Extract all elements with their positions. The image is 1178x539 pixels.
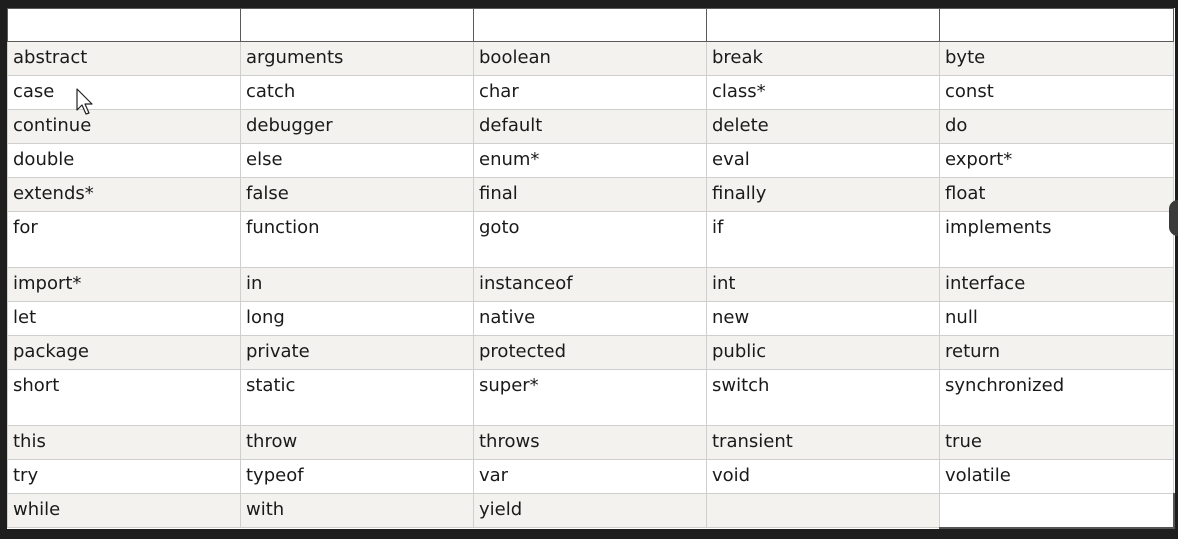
table-cell: synchronized xyxy=(939,369,1174,426)
table-cell: try xyxy=(7,459,241,494)
table-row: double else enum* eval export* xyxy=(7,143,1174,178)
table-cell: null xyxy=(939,301,1174,336)
table-cell: private xyxy=(240,335,474,370)
table-cell: delete xyxy=(706,109,940,144)
table-cell: with xyxy=(240,493,474,528)
table-cell: interface xyxy=(939,267,1174,302)
table-cell: this xyxy=(7,425,241,460)
table-cell: transient xyxy=(706,425,940,460)
table-cell: for xyxy=(7,211,241,268)
table-cell: continue xyxy=(7,109,241,144)
table-cell: const xyxy=(939,75,1174,110)
table-cell: typeof xyxy=(240,459,474,494)
table-cell: do xyxy=(939,109,1174,144)
table-cell: finally xyxy=(706,177,940,212)
reserved-keywords-table: abstract arguments boolean break byte ca… xyxy=(7,8,1175,529)
header-cell-4 xyxy=(706,8,940,42)
table-cell: public xyxy=(706,335,940,370)
table-row: case catch char class* const xyxy=(7,75,1174,110)
table-cell: goto xyxy=(473,211,707,268)
table-row: for function goto if implements xyxy=(7,211,1174,268)
table-row: while with yield xyxy=(7,493,1175,529)
table-cell: return xyxy=(939,335,1174,370)
side-scroll-tab[interactable] xyxy=(1169,200,1178,236)
header-cell-3 xyxy=(473,8,707,42)
table-cell: default xyxy=(473,109,707,144)
header-cell-5 xyxy=(939,8,1174,42)
header-row xyxy=(7,8,1174,42)
table-cell: int xyxy=(706,267,940,302)
table-cell: var xyxy=(473,459,707,494)
table-cell: let xyxy=(7,301,241,336)
table-cell: boolean xyxy=(473,41,707,76)
table-cell: catch xyxy=(240,75,474,110)
table-cell: volatile xyxy=(939,459,1174,494)
table-cell: byte xyxy=(939,41,1174,76)
table-cell: extends* xyxy=(7,177,241,212)
table-row: short static super* switch synchronized xyxy=(7,369,1174,426)
table-row: let long native new null xyxy=(7,301,1174,336)
table-row: this throw throws transient true xyxy=(7,425,1174,460)
table-header xyxy=(7,8,1174,42)
table-cell: double xyxy=(7,143,241,178)
table-cell: void xyxy=(706,459,940,494)
table-cell: else xyxy=(240,143,474,178)
table-cell: function xyxy=(240,211,474,268)
table-body: abstract arguments boolean break byte ca… xyxy=(7,41,1175,529)
mouse-pointer-icon xyxy=(76,88,93,115)
table-cell: while xyxy=(7,493,241,528)
table-cell: false xyxy=(240,177,474,212)
table-cell: long xyxy=(240,301,474,336)
table-cell: char xyxy=(473,75,707,110)
table-row: package private protected public return xyxy=(7,335,1174,370)
table-cell-empty xyxy=(939,493,1175,529)
table-cell: eval xyxy=(706,143,940,178)
table-cell: throw xyxy=(240,425,474,460)
table-cell: in xyxy=(240,267,474,302)
table-cell: implements xyxy=(939,211,1174,268)
table-cell: arguments xyxy=(240,41,474,76)
table-cell: package xyxy=(7,335,241,370)
table-cell: break xyxy=(706,41,940,76)
table-row: import* in instanceof int interface xyxy=(7,267,1174,302)
table-cell: export* xyxy=(939,143,1174,178)
table-cell: instanceof xyxy=(473,267,707,302)
table-row: continue debugger default delete do xyxy=(7,109,1174,144)
table-cell: final xyxy=(473,177,707,212)
table-cell: short xyxy=(7,369,241,426)
table-cell: true xyxy=(939,425,1174,460)
header-cell-2 xyxy=(240,8,474,42)
table-cell: if xyxy=(706,211,940,268)
table-cell: super* xyxy=(473,369,707,426)
table-cell: import* xyxy=(7,267,241,302)
table-cell: class* xyxy=(706,75,940,110)
table-cell: static xyxy=(240,369,474,426)
table-cell: case xyxy=(7,75,241,110)
table-cell: switch xyxy=(706,369,940,426)
table-cell: throws xyxy=(473,425,707,460)
header-cell-1 xyxy=(7,8,241,42)
table-cell: new xyxy=(706,301,940,336)
table-cell-empty xyxy=(706,493,940,528)
table-cell: enum* xyxy=(473,143,707,178)
table-row: try typeof var void volatile xyxy=(7,459,1174,494)
table-cell: yield xyxy=(473,493,707,528)
table-cell: debugger xyxy=(240,109,474,144)
table-cell: native xyxy=(473,301,707,336)
table-row: abstract arguments boolean break byte xyxy=(7,41,1174,76)
table-cell: protected xyxy=(473,335,707,370)
table-row: extends* false final finally float xyxy=(7,177,1174,212)
table-cell: float xyxy=(939,177,1174,212)
table-cell: abstract xyxy=(7,41,241,76)
